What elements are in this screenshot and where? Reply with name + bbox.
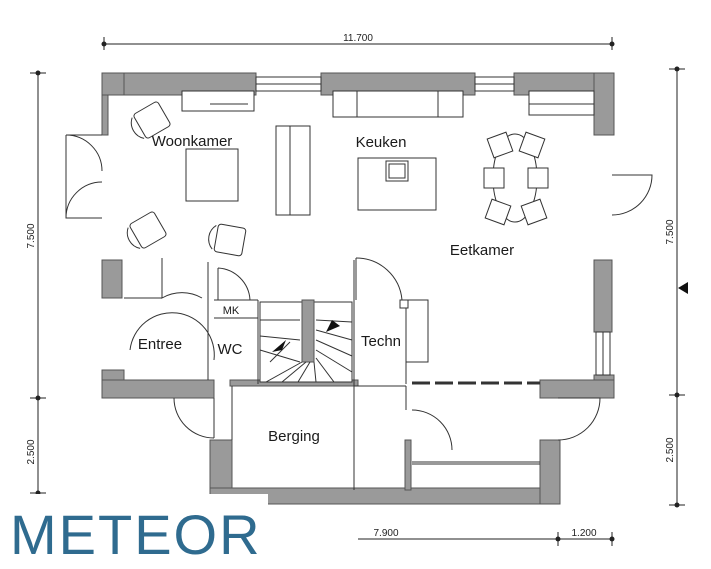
room-label-entree: Entree [138, 336, 182, 353]
room-label-techn: Techn [361, 333, 401, 350]
dimension-bottom: 7.900 1.200 [358, 528, 615, 546]
dimension-top: 11.700 [101, 33, 615, 50]
interior-walls [124, 260, 611, 490]
dim-left-upper: 7.500 [26, 223, 37, 248]
room-label-eetkamer: Eetkamer [450, 242, 514, 259]
dim-right-lower: 2.500 [665, 437, 676, 462]
meteor-logo: METEOR [10, 503, 262, 566]
dim-bottom-main: 7.900 [373, 528, 398, 539]
furniture [126, 90, 595, 465]
dim-left-lower: 2.500 [26, 439, 37, 464]
room-label-mk: MK [223, 305, 240, 317]
dim-right-upper: 7.500 [665, 219, 676, 244]
room-label-wc: WC [218, 341, 243, 358]
dimension-left: 7.500 2.500 [26, 70, 46, 496]
room-label-berging: Berging [268, 428, 320, 445]
outer-walls [101, 72, 615, 505]
dimension-right: 7.500 2.500 [665, 66, 688, 508]
dim-bottom-side: 1.200 [571, 528, 596, 539]
room-label-keuken: Keuken [356, 134, 407, 151]
room-label-woonkamer: Woonkamer [152, 133, 233, 150]
doors [65, 134, 653, 451]
north-arrow-icon [678, 282, 688, 294]
staircase [259, 299, 353, 383]
dim-top-width: 11.700 [343, 33, 373, 44]
